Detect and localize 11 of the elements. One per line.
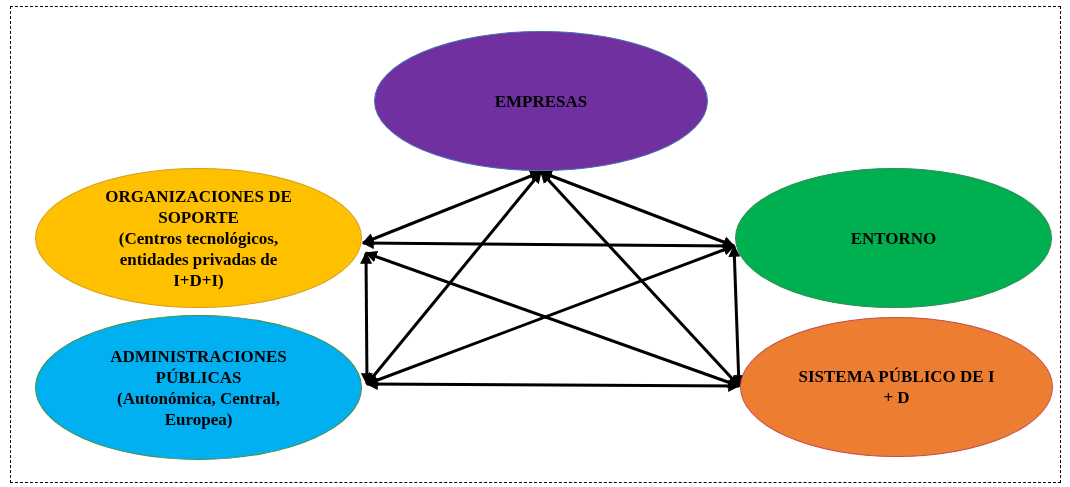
node-title: EMPRESAS [494,90,588,112]
node-title: SISTEMA PÚBLICO DE I + D [797,366,996,408]
double-arrow [361,237,736,252]
double-arrow [365,171,543,385]
double-arrow [365,378,741,392]
node-title: ENTORNO [850,227,937,249]
double-arrow [360,251,373,386]
node-title: ORGANIZACIONES DE SOPORTE [104,185,293,228]
node-description: (Centros tecnológicos, entidades privadas de I+D+I) [117,227,280,291]
node-description: (Autonómica, Central, Europea) [116,387,281,430]
node-title: ADMINISTRACIONES PÚBLICAS [109,345,288,388]
